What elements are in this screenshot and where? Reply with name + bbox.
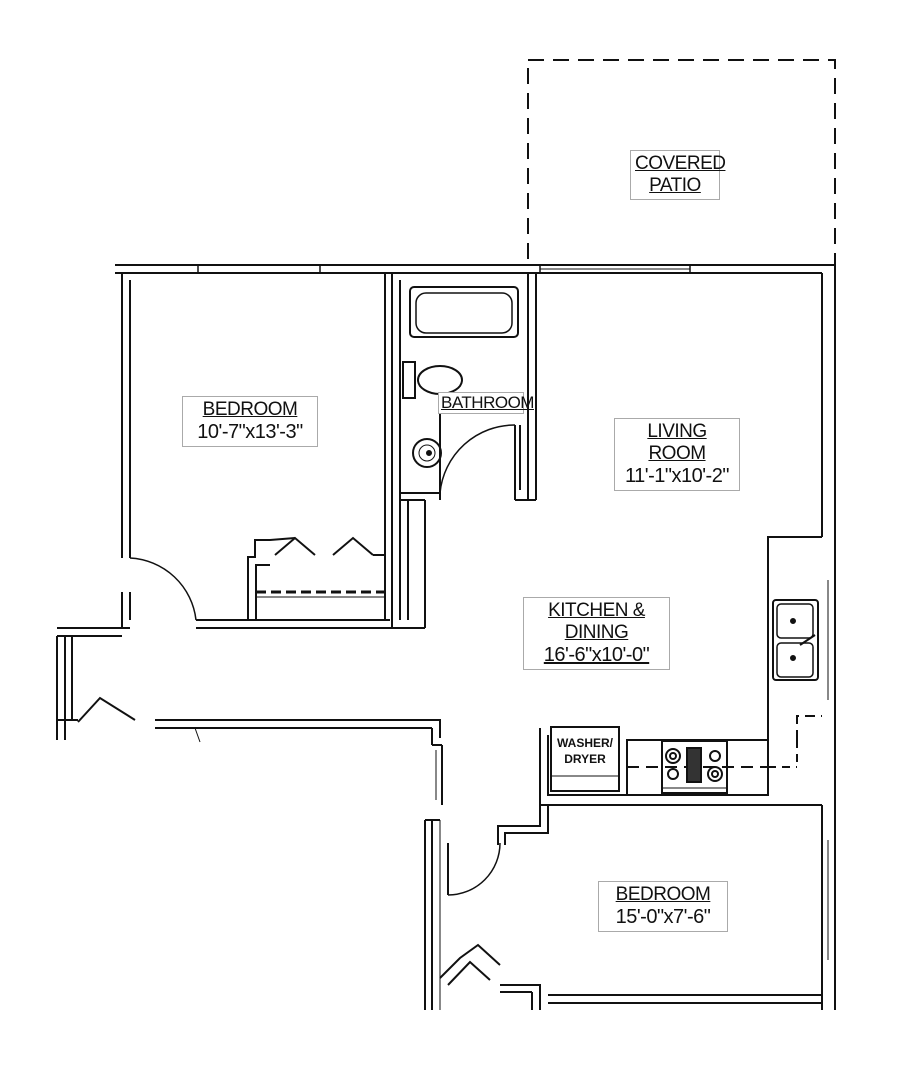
kitchen-dining-label: KITCHEN & DINING 16'-6"x10'-0"	[523, 597, 670, 670]
bathroom-walls	[399, 273, 537, 628]
living-room-label: LIVING ROOM 11'-1"x10'-2"	[614, 418, 740, 491]
washer-dryer-label: WASHER/ DRYER	[556, 736, 613, 766]
bedroom-1-label: BEDROOM 10'-7"x13'-3"	[182, 396, 318, 447]
sink-icon	[412, 438, 442, 468]
entry-walls	[56, 627, 443, 805]
covered-patio-label: COVERED PATIO	[630, 150, 726, 200]
exterior-wall-top	[115, 264, 835, 274]
exterior-wall-right	[821, 265, 836, 1010]
bedroom-1-walls	[121, 273, 425, 629]
bathroom-label: BATHROOM	[438, 392, 534, 414]
washer-dryer-unit	[550, 726, 620, 792]
bedroom-2-label: BEDROOM 15'-0"x7'-6"	[598, 881, 728, 932]
double-sink-icon	[772, 599, 819, 681]
bathtub-icon	[409, 286, 519, 338]
bedroom-2-walls	[424, 805, 822, 1010]
stove-icon	[661, 740, 728, 794]
toilet-icon	[402, 361, 416, 399]
